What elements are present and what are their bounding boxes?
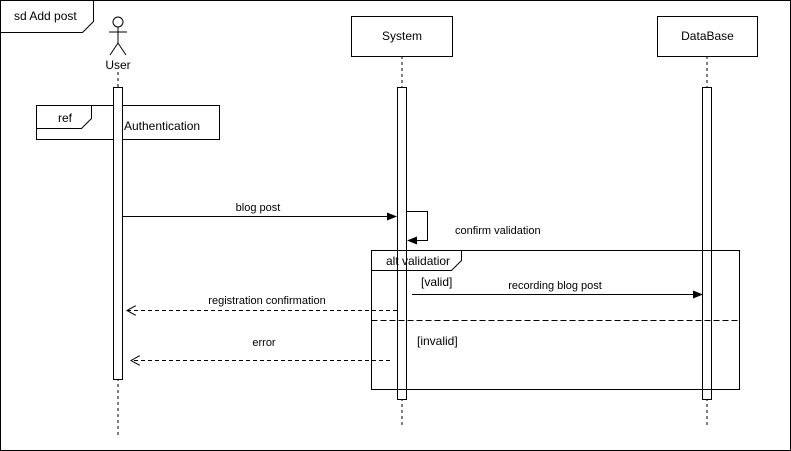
message-error[interactable]: error	[131, 337, 390, 361]
system-label: System	[382, 29, 422, 43]
actor-stick-figure-icon	[109, 16, 127, 56]
user-activation-bar	[113, 87, 123, 380]
alt-fragment[interactable]: alt validatior [valid] [invalid]	[371, 250, 740, 390]
message-confirm-validation[interactable]: confirm validation	[407, 211, 541, 245]
frame-title: sd Add post	[14, 9, 77, 23]
message-registration-confirmation[interactable]: registration confirmation	[127, 295, 397, 311]
alt-label: alt validatior	[386, 254, 450, 268]
message-recording-blog-post-label: recording blog post	[508, 280, 602, 292]
ref-label: Authentication	[124, 119, 200, 133]
database-lifeline-head[interactable]: DataBase	[657, 16, 758, 57]
database-label: DataBase	[681, 29, 734, 43]
frame-title-tab	[0, 0, 94, 33]
message-error-label: error	[252, 337, 276, 349]
user-label: User	[105, 58, 130, 72]
user-actor[interactable]: User	[105, 16, 131, 72]
system-lifeline-head[interactable]: System	[351, 16, 453, 57]
message-recording-blog-post[interactable]: recording blog post	[412, 280, 703, 299]
database-activation-bar	[702, 87, 712, 400]
message-blog-post-label: blog post	[236, 202, 281, 214]
system-activation-bar	[397, 87, 407, 400]
guard-valid: [valid]	[421, 275, 452, 289]
ref-fragment[interactable]: ref Authentication	[36, 105, 220, 140]
message-blog-post[interactable]: blog post	[123, 202, 397, 221]
message-registration-confirmation-label: registration confirmation	[208, 295, 325, 307]
ref-keyword: ref	[58, 111, 73, 125]
guard-invalid: [invalid]	[417, 334, 458, 348]
message-confirm-validation-label: confirm validation	[455, 225, 541, 237]
